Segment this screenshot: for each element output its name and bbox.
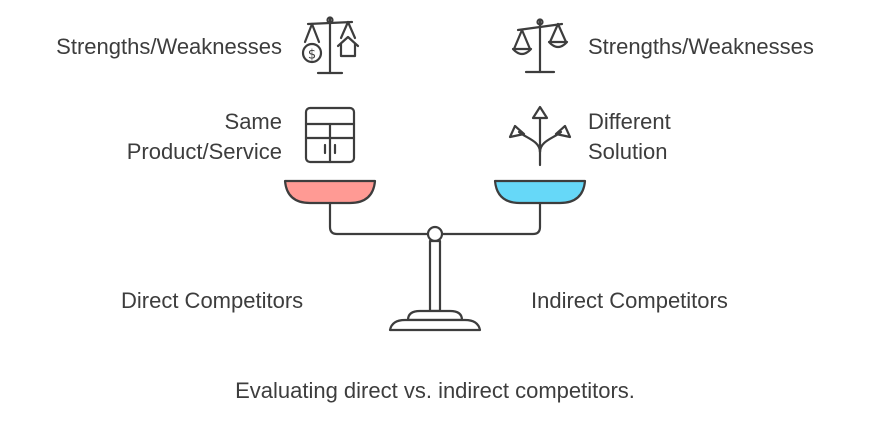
balance-beam: [328, 201, 542, 243]
right-solution-label-line1: Different: [588, 109, 671, 134]
balance-stand: [388, 239, 482, 332]
scale-icon: [511, 18, 569, 74]
indirect-competitors-label: Indirect Competitors: [531, 288, 728, 313]
right-pan: [493, 179, 587, 205]
right-strengths-label: Strengths/Weaknesses: [588, 34, 814, 59]
left-product-label-line2: Product/Service: [126, 139, 282, 164]
diverging-arrows-icon: [508, 105, 572, 167]
scale-money-house-icon: $: [301, 16, 360, 75]
right-solution-label-line2: Solution: [588, 139, 668, 164]
left-pan: [283, 179, 377, 205]
left-strengths-label: Strengths/Weaknesses: [56, 34, 282, 59]
diagram-caption: Evaluating direct vs. indirect competito…: [235, 378, 635, 403]
svg-text:$: $: [308, 48, 316, 63]
cabinet-icon: [304, 106, 356, 164]
left-product-label-line1: Same: [224, 109, 282, 134]
direct-competitors-label: Direct Competitors: [121, 288, 304, 313]
